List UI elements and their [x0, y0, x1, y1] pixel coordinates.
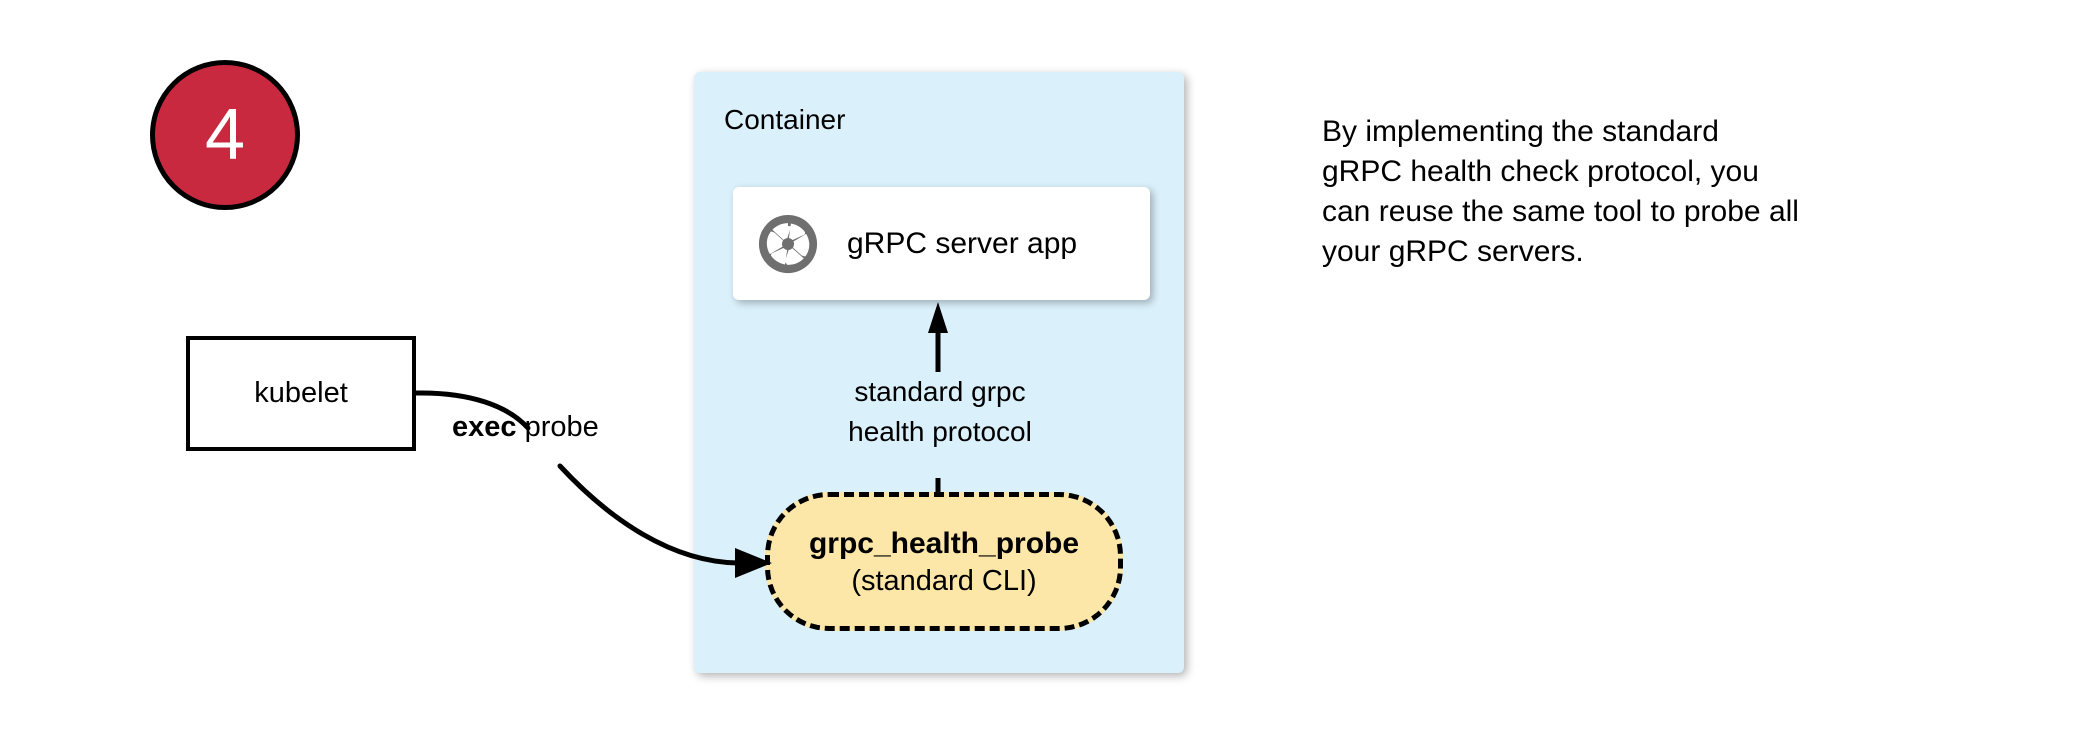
- standard-grpc-health-protocol-label: standard grpc health protocol: [775, 372, 1105, 452]
- container-label: Container: [724, 104, 846, 135]
- note-line-1: By implementing the standard: [1322, 115, 1719, 148]
- step-number-badge: 4: [150, 60, 300, 210]
- kubelet-node: kubelet: [186, 336, 416, 451]
- grpc-server-app-card: gRPC server app: [733, 187, 1150, 300]
- kubelet-label: kubelet: [254, 377, 348, 409]
- protocol-label-line-2: health protocol: [848, 416, 1032, 447]
- note-line-2: gRPC health check protocol, you: [1322, 155, 1759, 188]
- explanatory-note: By implementing the standard gRPC health…: [1322, 112, 1942, 272]
- grpc-server-app-label: gRPC server app: [847, 226, 1078, 260]
- grpc-health-probe-node: grpc_health_probe (standard CLI): [765, 492, 1123, 631]
- grpc-health-probe-title: grpc_health_probe: [808, 526, 1080, 560]
- note-line-3: can reuse the same tool to probe all: [1322, 195, 1799, 228]
- exec-probe-rest: probe: [516, 411, 599, 443]
- exec-probe-edge-label: exec probe: [452, 408, 599, 446]
- protocol-label-line-1: standard grpc: [854, 376, 1026, 407]
- note-line-4: your gRPC servers.: [1322, 235, 1584, 268]
- exec-keyword: exec: [452, 411, 517, 443]
- grpc-aperture-icon: [758, 214, 818, 273]
- step-number-text: 4: [204, 95, 246, 175]
- grpc-health-probe-subtitle: (standard CLI): [851, 564, 1037, 597]
